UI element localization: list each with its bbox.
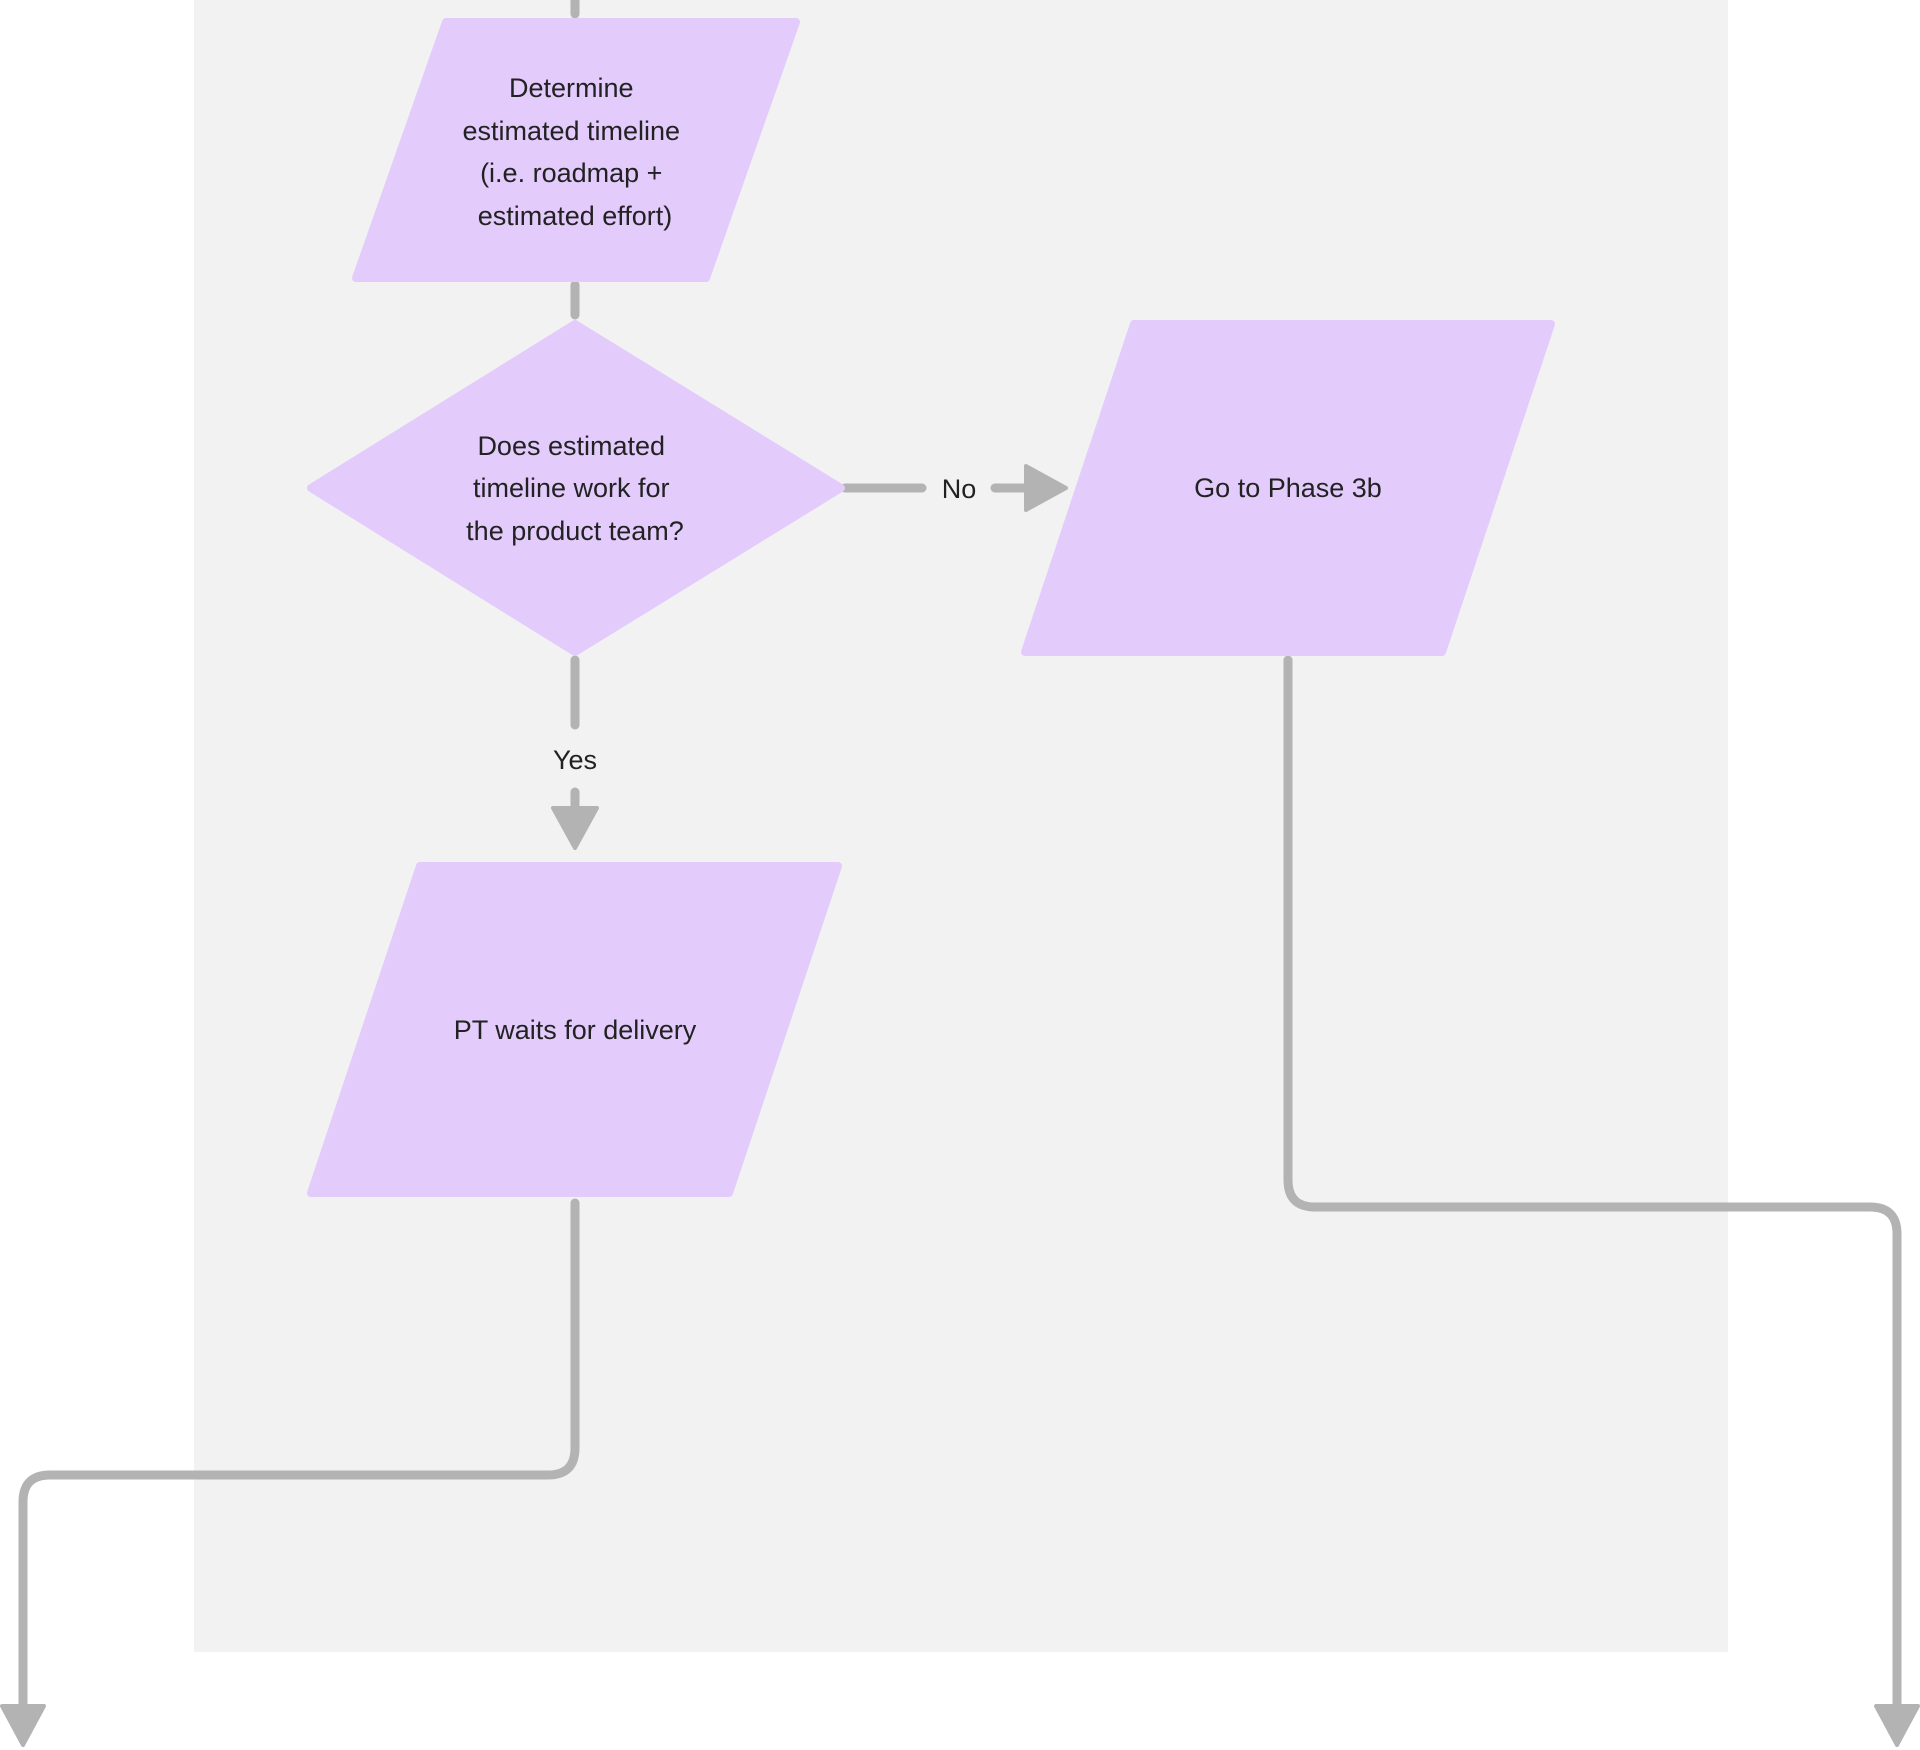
node-determine-line-4: estimated effort) xyxy=(478,201,673,231)
node-determine-line-2: estimated timeline xyxy=(462,116,680,146)
node-wait-line-1: PT waits for delivery xyxy=(454,1015,697,1045)
svg-text:Go to Phase 3b: Go to Phase 3b xyxy=(1194,473,1382,503)
svg-text:Determine estimated ti: Determine estimated timeline (i.e. roadm… xyxy=(462,73,687,231)
node-decision-shape xyxy=(307,320,845,656)
node-wait-shape xyxy=(307,862,842,1197)
svg-text:Does estimated timelin: Does estimated timeline work for the pro… xyxy=(466,431,684,546)
svg-text:PT waits for delivery: PT waits for delivery xyxy=(454,1015,697,1045)
connector-phase3b-to-bottom-right xyxy=(1283,655,1902,1710)
node-determine-line-3: (i.e. roadmap + xyxy=(480,158,662,188)
arrowhead-no xyxy=(1024,464,1068,512)
arrowhead-bottom-right xyxy=(1874,1704,1920,1747)
node-phase3b-line-1: Go to Phase 3b xyxy=(1194,473,1382,503)
node-pt-waits-for-delivery[interactable]: PT waits for delivery xyxy=(307,862,842,1197)
node-determine-timeline[interactable]: Determine estimated timeline (i.e. roadm… xyxy=(352,18,800,282)
node-phase3b-shape xyxy=(1021,320,1555,656)
arrowhead-bottom-left xyxy=(0,1704,46,1747)
node-decision-line-2: timeline work for xyxy=(473,473,670,503)
edge-label-yes: Yes xyxy=(553,745,597,775)
node-determine-shape xyxy=(352,18,800,282)
node-decision-line-1: Does estimated xyxy=(477,431,665,461)
connectors xyxy=(18,0,1902,1710)
node-go-to-phase-3b[interactable]: Go to Phase 3b xyxy=(1021,320,1555,656)
arrowhead-yes xyxy=(551,806,599,850)
arrowheads xyxy=(0,464,1920,1747)
edge-label-no: No xyxy=(942,474,977,504)
connector-wait-to-bottom-left xyxy=(18,1198,580,1710)
node-determine-line-1: Determine xyxy=(509,73,634,103)
node-decision-line-3: the product team? xyxy=(466,516,684,546)
node-timeline-decision[interactable]: Does estimated timeline work for the pro… xyxy=(307,320,845,656)
